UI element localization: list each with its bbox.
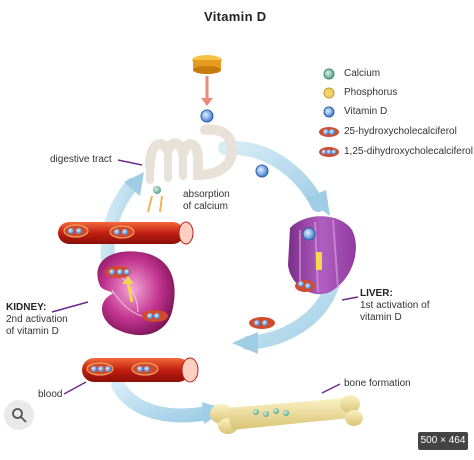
kidney-illustration <box>97 251 175 336</box>
legend-item-calcium: Calcium <box>318 66 380 82</box>
cycle-arrow-right <box>241 279 339 350</box>
digestive-tract-label: digestive tract <box>50 154 112 165</box>
legend-label: Calcium <box>344 68 381 79</box>
calcium-icon <box>318 67 340 81</box>
kidney-label-line1: 2nd activation <box>6 314 68 325</box>
digestive-tract-pointer <box>117 159 143 166</box>
blood-vessel-lower <box>82 357 199 383</box>
phosphorus-icon <box>318 86 340 100</box>
search-icon <box>12 408 27 423</box>
calcium-molecule <box>153 186 161 194</box>
blood-pointer <box>63 381 87 395</box>
cycle-arrow-bottom <box>111 378 219 423</box>
blood-label: blood <box>38 389 63 400</box>
liver-pointer <box>341 296 359 301</box>
bone-formation-label: bone formation <box>344 378 411 389</box>
liver-label-line1: 1st activation of <box>360 300 430 311</box>
intake-arrowhead <box>201 98 213 106</box>
vitamin-d-molecule <box>200 109 214 123</box>
vitamin-d-molecule-liver <box>255 164 269 178</box>
25-hydroxy-molecule-icon <box>318 125 340 139</box>
vitamin-d-icon <box>318 105 340 119</box>
bone-pointer <box>321 383 341 394</box>
kidney-label-line2: of vitamin D <box>6 326 59 337</box>
absorption-label-line2: of calcium <box>183 201 229 212</box>
cycle-arrow-top <box>218 140 325 212</box>
liver-illustration <box>288 216 356 295</box>
legend-item-25-hydroxy: 25-hydroxycholecalciferol <box>318 124 457 140</box>
absorption-label-line1: absorption <box>183 189 230 200</box>
legend-item-1-25-dihydroxy: 1,25-dihydroxycholecalciferol <box>318 144 473 160</box>
legend-item-vitamin-d: Vitamin D <box>318 104 387 120</box>
cycle-arrowhead-kidney <box>232 332 258 354</box>
kidney-title: KIDNEY: <box>6 302 47 313</box>
legend-label: 1,25-dihydroxycholecalciferol <box>344 146 473 157</box>
blood-vessel-upper <box>58 221 194 245</box>
cycle-arrowhead-liver <box>306 190 330 216</box>
absorption-arrow-1 <box>147 195 153 213</box>
liver-title: LIVER: <box>360 288 393 299</box>
kidney-molecule-group <box>105 266 168 322</box>
kidney-pointer <box>51 301 89 313</box>
liver-label-line2: vitamin D <box>360 312 402 323</box>
digestive-tract-illustration <box>145 124 238 184</box>
absorption-arrow-2 <box>159 195 163 213</box>
legend-item-phosphorus: Phosphorus <box>318 85 397 101</box>
visual-search-button[interactable] <box>4 400 34 430</box>
legend-label: 25-hydroxycholecalciferol <box>344 126 457 137</box>
diagram-title: Vitamin D <box>204 9 267 24</box>
legend-label: Vitamin D <box>344 106 388 117</box>
image-size-badge: 500 × 464 <box>418 432 468 450</box>
bone-illustration <box>210 395 363 434</box>
legend-label: Phosphorus <box>344 87 398 98</box>
cycle-arrowhead-gut <box>124 172 144 196</box>
1-25-dihydroxy-molecule-icon <box>318 145 340 159</box>
molecule-25-oh-d <box>249 317 275 329</box>
food-source-icon <box>192 55 222 74</box>
